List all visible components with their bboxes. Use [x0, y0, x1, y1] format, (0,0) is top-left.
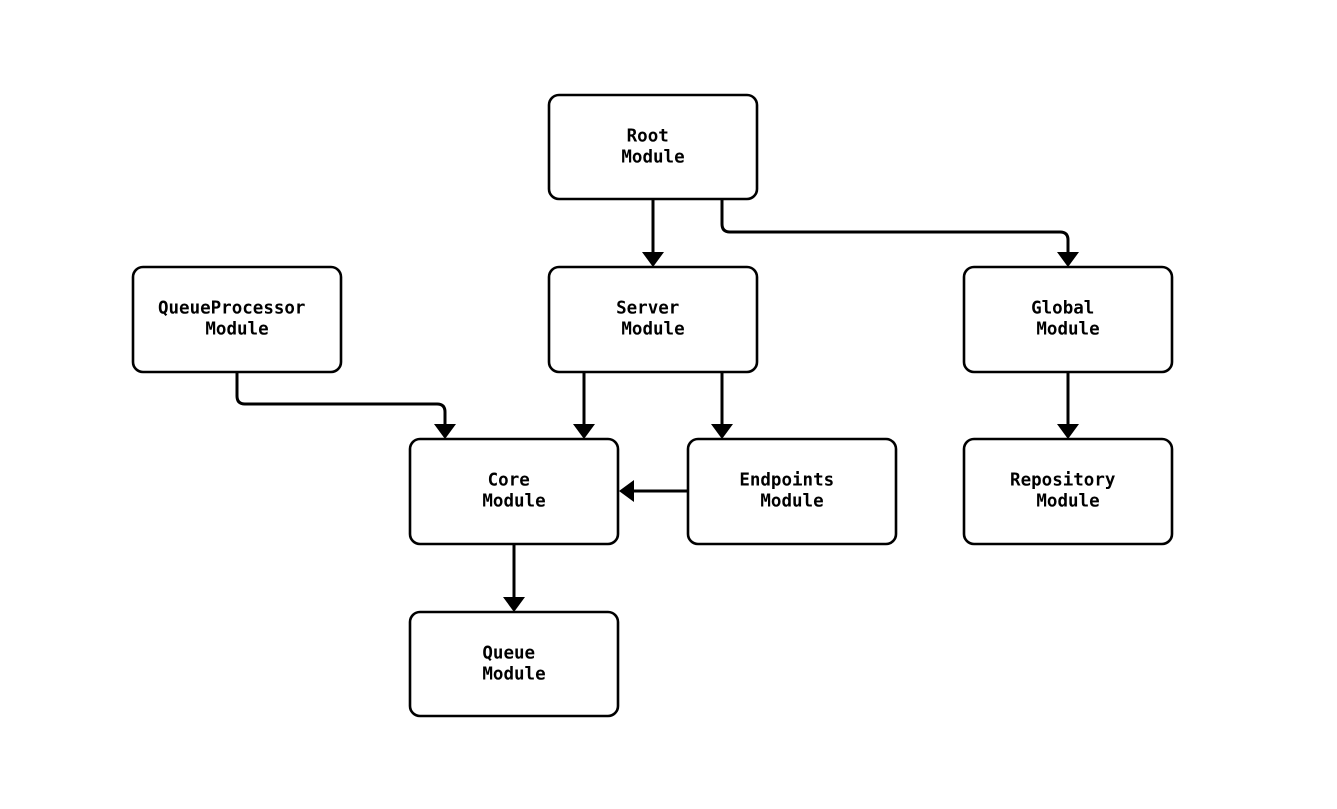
node-global-module-label: Global Module	[1031, 299, 1105, 340]
node-queueprocessor-module-box	[131, 265, 343, 374]
node-root-module: Root Module	[547, 93, 759, 201]
edge-global-to-repository-arrowhead-icon	[1057, 424, 1079, 439]
node-root-module-label-line2: Module	[621, 148, 684, 168]
edge-endpoints-to-core	[619, 480, 688, 502]
node-global-module-label-line2: Module	[1036, 320, 1099, 340]
node-core-module-label: Core Module	[482, 471, 545, 512]
edge-server-to-core-arrowhead-icon	[573, 424, 595, 439]
node-server-module-label-line1: Server	[616, 299, 679, 319]
node-queue-module-label-line2: Module	[482, 665, 545, 685]
node-repository-module-box	[962, 437, 1174, 546]
edge-queueprocessor-to-core-line	[235, 372, 447, 424]
edge-global-to-repository	[1057, 372, 1079, 439]
edge-root-to-global	[720, 199, 1079, 267]
node-queue-module: Queue Module	[408, 610, 620, 718]
node-server-module: Server Module	[547, 265, 759, 374]
edge-server-to-endpoints-arrowhead-icon	[711, 424, 733, 439]
node-core-module-box	[408, 437, 620, 546]
node-global-module-box	[962, 265, 1174, 374]
node-repository-module-label-line1: Repository	[1010, 471, 1116, 491]
edge-root-to-server-arrowhead-icon	[642, 252, 664, 267]
edge-server-to-endpoints	[711, 372, 733, 439]
edge-endpoints-to-core-arrowhead-icon	[619, 480, 634, 502]
node-global-module: Global Module	[962, 265, 1174, 374]
node-root-module-label: Root Module	[621, 127, 684, 168]
node-repository-module: Repository Module	[962, 437, 1174, 546]
node-repository-module-label: Repository Module	[1010, 471, 1126, 512]
node-queue-module-box	[408, 610, 620, 718]
node-server-module-label: Server Module	[616, 299, 690, 340]
node-queue-module-label: Queue Module	[482, 644, 545, 685]
edge-root-to-global-line	[720, 199, 1070, 252]
node-server-module-box	[547, 265, 759, 374]
node-core-module-label-line1: Core	[488, 471, 530, 491]
edge-root-to-global-arrowhead-icon	[1057, 252, 1079, 267]
node-core-module-label-line2: Module	[482, 492, 545, 512]
edge-queueprocessor-to-core-arrowhead-icon	[434, 424, 456, 439]
nodes-layer: Root Module QueueProcessor Module Server…	[131, 93, 1174, 718]
node-endpoints-module-label-line2: Module	[760, 492, 823, 512]
edge-queueprocessor-to-core	[235, 372, 456, 439]
node-endpoints-module: Endpoints Module	[686, 437, 898, 546]
node-root-module-label-line1: Root	[627, 127, 669, 147]
node-global-module-label-line1: Global	[1031, 299, 1094, 319]
node-endpoints-module-box	[686, 437, 898, 546]
edge-server-to-core	[573, 372, 595, 439]
node-repository-module-label-line2: Module	[1036, 492, 1099, 512]
node-root-module-box	[547, 93, 759, 201]
node-queueprocessor-module-label: QueueProcessor Module	[158, 299, 316, 340]
edges-layer	[235, 199, 1079, 612]
edge-root-to-server	[642, 199, 664, 267]
edge-core-to-queue	[503, 544, 525, 612]
node-endpoints-module-label: Endpoints Module	[739, 471, 844, 512]
node-endpoints-module-label-line1: Endpoints	[739, 471, 834, 491]
node-queue-module-label-line1: Queue	[482, 644, 535, 664]
node-queueprocessor-module: QueueProcessor Module	[131, 265, 343, 374]
node-queueprocessor-module-label-line2: Module	[205, 320, 268, 340]
node-queueprocessor-module-label-line1: QueueProcessor	[158, 299, 306, 319]
node-server-module-label-line2: Module	[621, 320, 684, 340]
edge-core-to-queue-arrowhead-icon	[503, 597, 525, 612]
node-core-module: Core Module	[408, 437, 620, 546]
